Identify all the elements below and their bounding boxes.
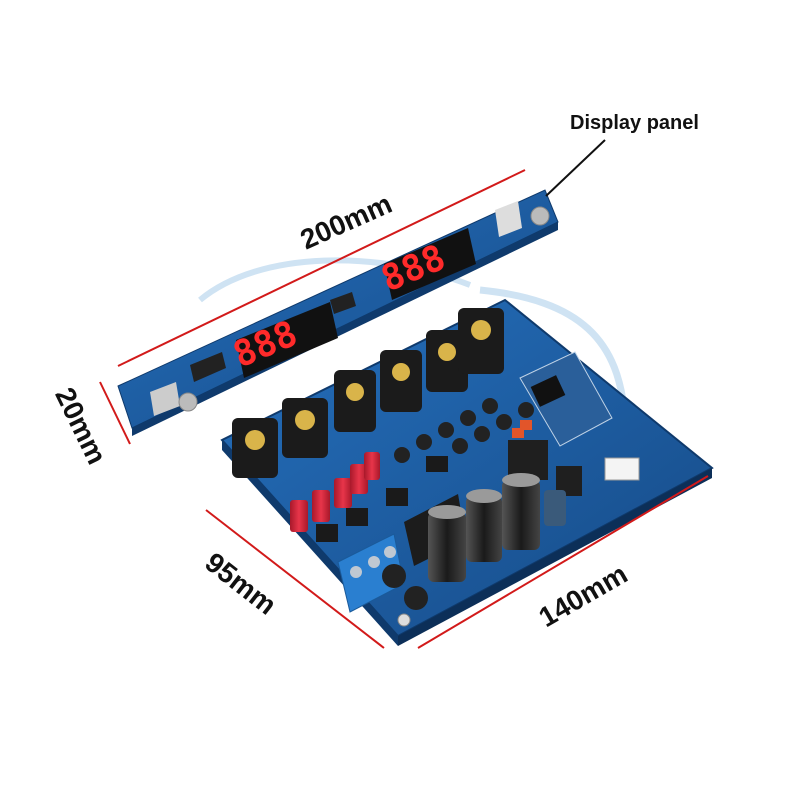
display-panel [117,189,559,436]
inductor [382,564,406,588]
bluetooth-module [519,351,613,447]
seven-segment-display-left [236,302,338,378]
cable-connector [604,457,640,481]
small-capacitors [394,398,534,470]
dimension-line-95mm [205,509,385,649]
inductor [404,586,428,610]
dimension-lines [99,169,709,649]
rotary-knob-icon [178,392,198,412]
ic-chip [346,508,368,526]
rotary-encoder-base [495,201,522,237]
dimension-line-200mm [117,169,526,367]
mounting-hole [397,613,411,627]
red-capacitors [290,452,380,532]
display-panel-callout: Display panel [570,112,699,134]
driver-chip [190,352,226,382]
main-board [220,298,714,646]
dimension-line-140mm [417,475,709,649]
voltage-regulator [508,440,548,480]
rca-jacks [232,308,504,478]
rotary-encoder-base [150,382,180,416]
ir-receiver [330,292,356,314]
ic-chip [386,488,408,506]
callout-leader-line [545,139,606,197]
rotary-knob-icon [530,206,550,226]
ic-chip [426,456,448,472]
ic-chip [316,524,338,542]
ribbon-cable [479,286,629,421]
seven-segment-display-right [384,228,476,300]
power-terminal-block [337,533,405,613]
large-capacitors [428,473,566,582]
dimension-line-20mm [99,381,131,445]
